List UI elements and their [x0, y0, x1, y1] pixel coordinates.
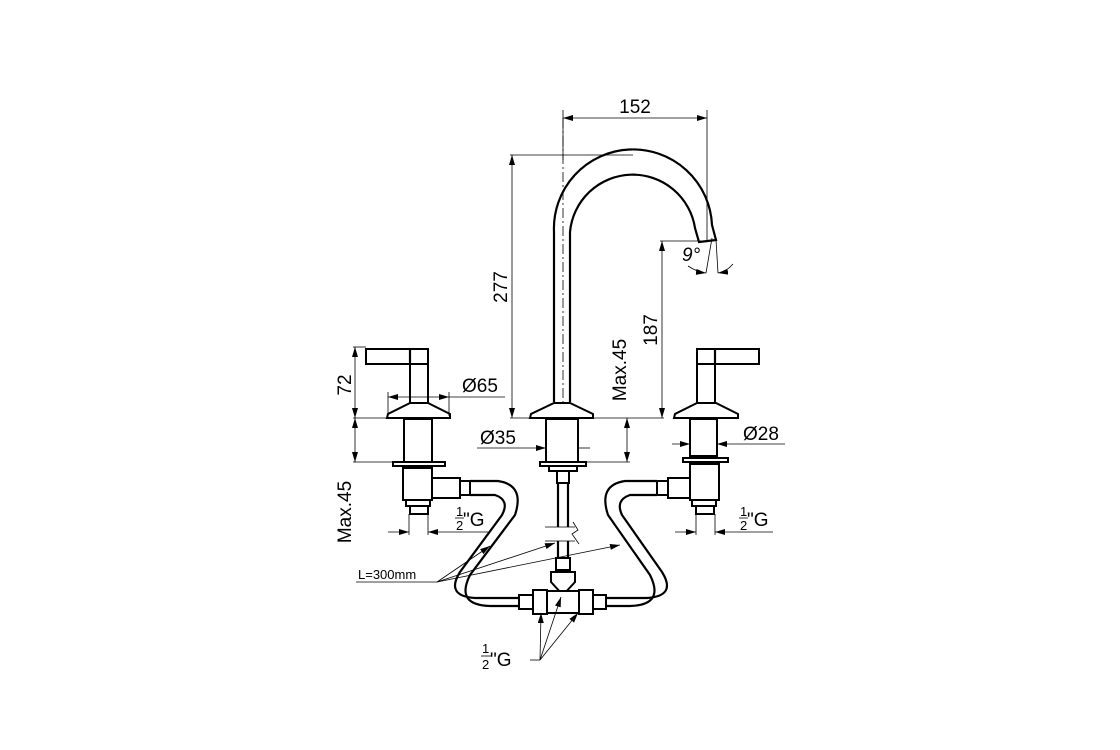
- shank-diameter-label: Ø35: [480, 428, 516, 449]
- handle-height-label: 72: [335, 374, 356, 395]
- thread-denominator: 2: [740, 518, 747, 533]
- dimension-d65: Ø65: [387, 376, 505, 416]
- escutcheon-diameter-label: Ø65: [462, 376, 498, 397]
- thread-numerator: 1: [482, 641, 489, 656]
- dimension-d28: Ø28: [672, 424, 785, 447]
- dimension-187: 187: [641, 240, 705, 418]
- hose-length-callout: L=300mm: [356, 542, 621, 583]
- dimension-72: 72: [335, 346, 388, 419]
- max-center-label: Max.45: [610, 339, 631, 401]
- handle-shank-diameter-label: Ø28: [743, 424, 779, 445]
- right-handle-valve: [656, 348, 760, 515]
- thread-suffix: "G: [463, 510, 485, 531]
- dimension-max45-center: Max.45: [586, 339, 631, 463]
- outlet-height-label: 187: [641, 314, 662, 346]
- dimension-d35: Ø35: [477, 428, 590, 451]
- dimension-max45-left: Max.45: [335, 418, 393, 543]
- dimension-152: 152: [562, 97, 708, 240]
- thread-suffix: "G: [490, 650, 512, 671]
- spout-angle-label: 9°: [682, 245, 701, 266]
- thread-denominator: 2: [482, 657, 489, 672]
- left-handle-valve: [365, 348, 471, 515]
- thread-suffix: "G: [747, 510, 769, 531]
- spout: [528, 118, 718, 472]
- thread-numerator: 1: [456, 504, 463, 519]
- max-left-label: Max.45: [335, 481, 356, 543]
- thread-denominator: 2: [456, 518, 463, 533]
- thread-left: 1 2 "G: [388, 504, 488, 535]
- thread-numerator: 1: [740, 504, 747, 519]
- spout-reach-label: 152: [619, 97, 651, 118]
- spout-angle: 9°: [682, 237, 734, 275]
- dimension-277: 277: [491, 154, 664, 419]
- thread-right: 1 2 "G: [675, 504, 773, 535]
- hoses: [453, 470, 669, 615]
- total-height-label: 277: [491, 271, 512, 303]
- thread-bottom: 1 2 "G: [481, 596, 579, 672]
- hose-length-label: L=300mm: [358, 567, 416, 582]
